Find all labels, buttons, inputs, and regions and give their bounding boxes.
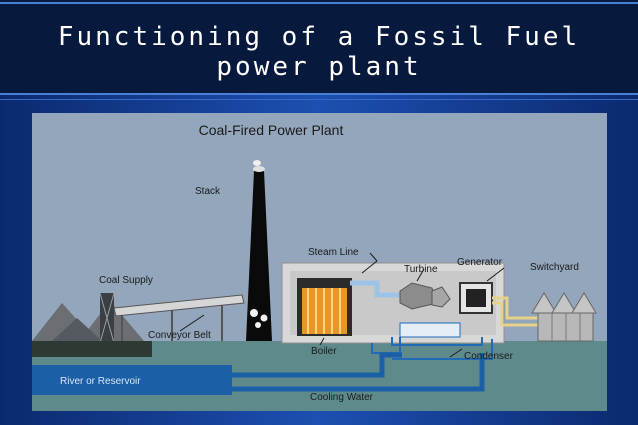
label-steam-line: Steam Line <box>308 247 359 258</box>
steam-line <box>350 280 402 298</box>
title-top-rule <box>0 2 638 4</box>
power-plant-diagram: Coal-Fired Power Plant <box>32 113 607 411</box>
condenser <box>399 322 461 338</box>
diagram-title: Coal-Fired Power Plant <box>199 122 344 138</box>
label-switchyard: Switchyard <box>530 262 579 273</box>
label-boiler: Boiler <box>311 346 337 357</box>
slide-divider <box>0 99 638 100</box>
conveyor-belt <box>113 294 245 317</box>
stack-vent-3 <box>255 322 261 328</box>
stack-smoke-puff <box>253 160 261 166</box>
slide-title: Functioning of a Fossil Fuel power plant <box>57 22 581 82</box>
boiler-tubes <box>307 288 341 334</box>
cooling-water-pipes <box>232 352 485 392</box>
label-turbine: Turbine <box>404 264 438 275</box>
label-condenser: Condenser <box>464 351 514 362</box>
stack <box>246 171 272 341</box>
leader-lines <box>179 252 505 358</box>
river-or-reservoir <box>32 365 232 395</box>
stack-smoke <box>253 166 265 172</box>
label-cooling-water: Cooling Water <box>310 392 374 403</box>
label-conveyor-belt: Conveyor Belt <box>148 330 211 341</box>
coal-pile-shadow <box>52 318 102 341</box>
stack-vent-2 <box>260 314 268 322</box>
title-bottom-rule <box>0 93 638 95</box>
switchyard <box>531 292 597 342</box>
title-bar <box>0 0 638 95</box>
power-lines <box>492 296 542 327</box>
turbine-stage-2 <box>431 286 451 308</box>
generator-core <box>466 289 486 307</box>
stack-vent-1 <box>250 309 258 317</box>
label-stack: Stack <box>195 186 221 197</box>
label-coal-supply: Coal Supply <box>99 275 153 286</box>
tower-brace-2 <box>99 292 115 344</box>
ground-dark-strip <box>32 341 152 357</box>
label-generator: Generator <box>457 257 503 268</box>
label-river-or-reservoir: River or Reservoir <box>60 376 141 387</box>
